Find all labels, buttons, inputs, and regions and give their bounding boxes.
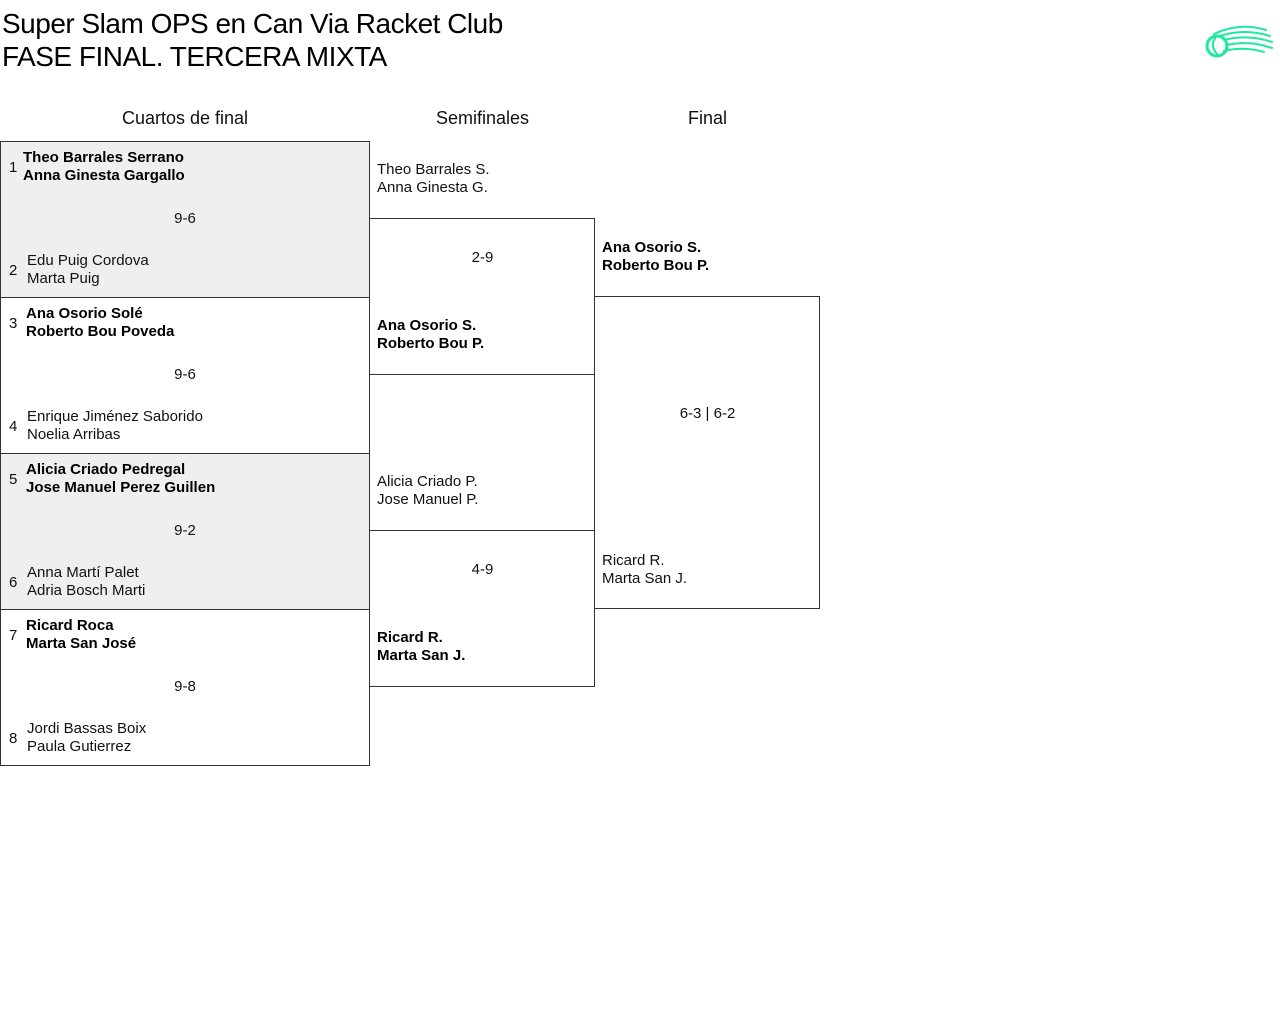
sf1-bottom-team: Ana Osorio S.Roberto Bou P. — [377, 317, 485, 352]
semifinal-match-1: 2-9 Ana Osorio S.Roberto Bou P. — [369, 218, 595, 375]
final-top-team: Ana Osorio S.Roberto Bou P. — [602, 239, 710, 274]
match-score: 9-6 — [174, 210, 196, 227]
seed-number: 4 — [9, 418, 18, 435]
tennis-ball-speed-icon — [1205, 25, 1273, 58]
match-score: 9-2 — [174, 522, 196, 539]
match-score: 6-3 | 6-2 — [679, 405, 736, 422]
semifinal-match-2: 4-9 Ricard R.Marta San J. — [369, 530, 595, 687]
page-title: Super Slam OPS en Can Via Racket Club — [2, 8, 503, 39]
seed-number: 1 — [9, 159, 18, 176]
seed-number: 2 — [9, 262, 18, 279]
round-header-quarterfinals: Cuartos de final — [121, 108, 249, 128]
seed-number: 7 — [9, 627, 18, 644]
round-header-semifinals: Semifinales — [435, 108, 530, 128]
sf2-bottom-team: Ricard R.Marta San J. — [377, 629, 466, 664]
sf2-top-team: Alicia Criado P.Jose Manuel P. — [377, 473, 479, 508]
seed-number: 5 — [9, 471, 18, 488]
match-score: 2-9 — [471, 249, 494, 266]
round-header-final: Final — [687, 108, 727, 128]
final-match: 6-3 | 6-2 Ricard R.Marta San J. — [594, 296, 820, 609]
page-subtitle: FASE FINAL. TERCERA MIXTA — [2, 41, 387, 72]
seed-number: 3 — [9, 315, 18, 332]
sf1-top-team: Theo Barrales S.Anna Ginesta G. — [377, 161, 490, 196]
final-bottom-team: Ricard R.Marta San J. — [602, 552, 688, 587]
match-score: 9-6 — [174, 366, 196, 383]
seed-number: 6 — [9, 574, 18, 591]
match-score: 9-8 — [174, 678, 196, 695]
match-score: 4-9 — [471, 561, 494, 578]
seed-number: 8 — [9, 730, 18, 747]
